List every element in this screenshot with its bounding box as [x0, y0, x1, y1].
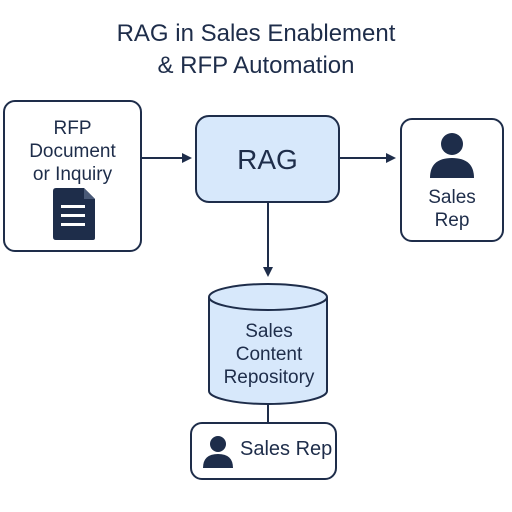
sales-rep-label-line: Rep: [434, 210, 470, 231]
repository-label: Sales Content Repository: [208, 320, 330, 389]
rfp-label-line: or Inquiry: [32, 164, 113, 185]
sales-rep-label-right: Sales Rep: [400, 186, 504, 232]
rfp-label-line: Document: [29, 141, 116, 162]
repository-label-line: Sales: [245, 321, 293, 342]
diagram-title-line-2: & RFP Automation: [157, 52, 355, 79]
rfp-document-label: RFP Document or Inquiry: [3, 117, 142, 186]
sales-rep-label-line: Sales: [428, 187, 476, 208]
person-icon: [430, 133, 474, 178]
repository-label-line: Content: [235, 344, 303, 365]
sales-rep-label-bottom: Sales Rep: [240, 438, 333, 460]
diagram-title-line-1: RAG in Sales Enablement: [116, 20, 396, 47]
rag-node: [195, 115, 340, 203]
repository-label-line: Repository: [223, 367, 315, 388]
database-cylinder: [208, 283, 328, 405]
person-icon: [203, 436, 233, 468]
rfp-label-line: RFP: [53, 118, 92, 139]
rag-label: RAG: [237, 144, 298, 175]
document-icon: [53, 188, 95, 240]
